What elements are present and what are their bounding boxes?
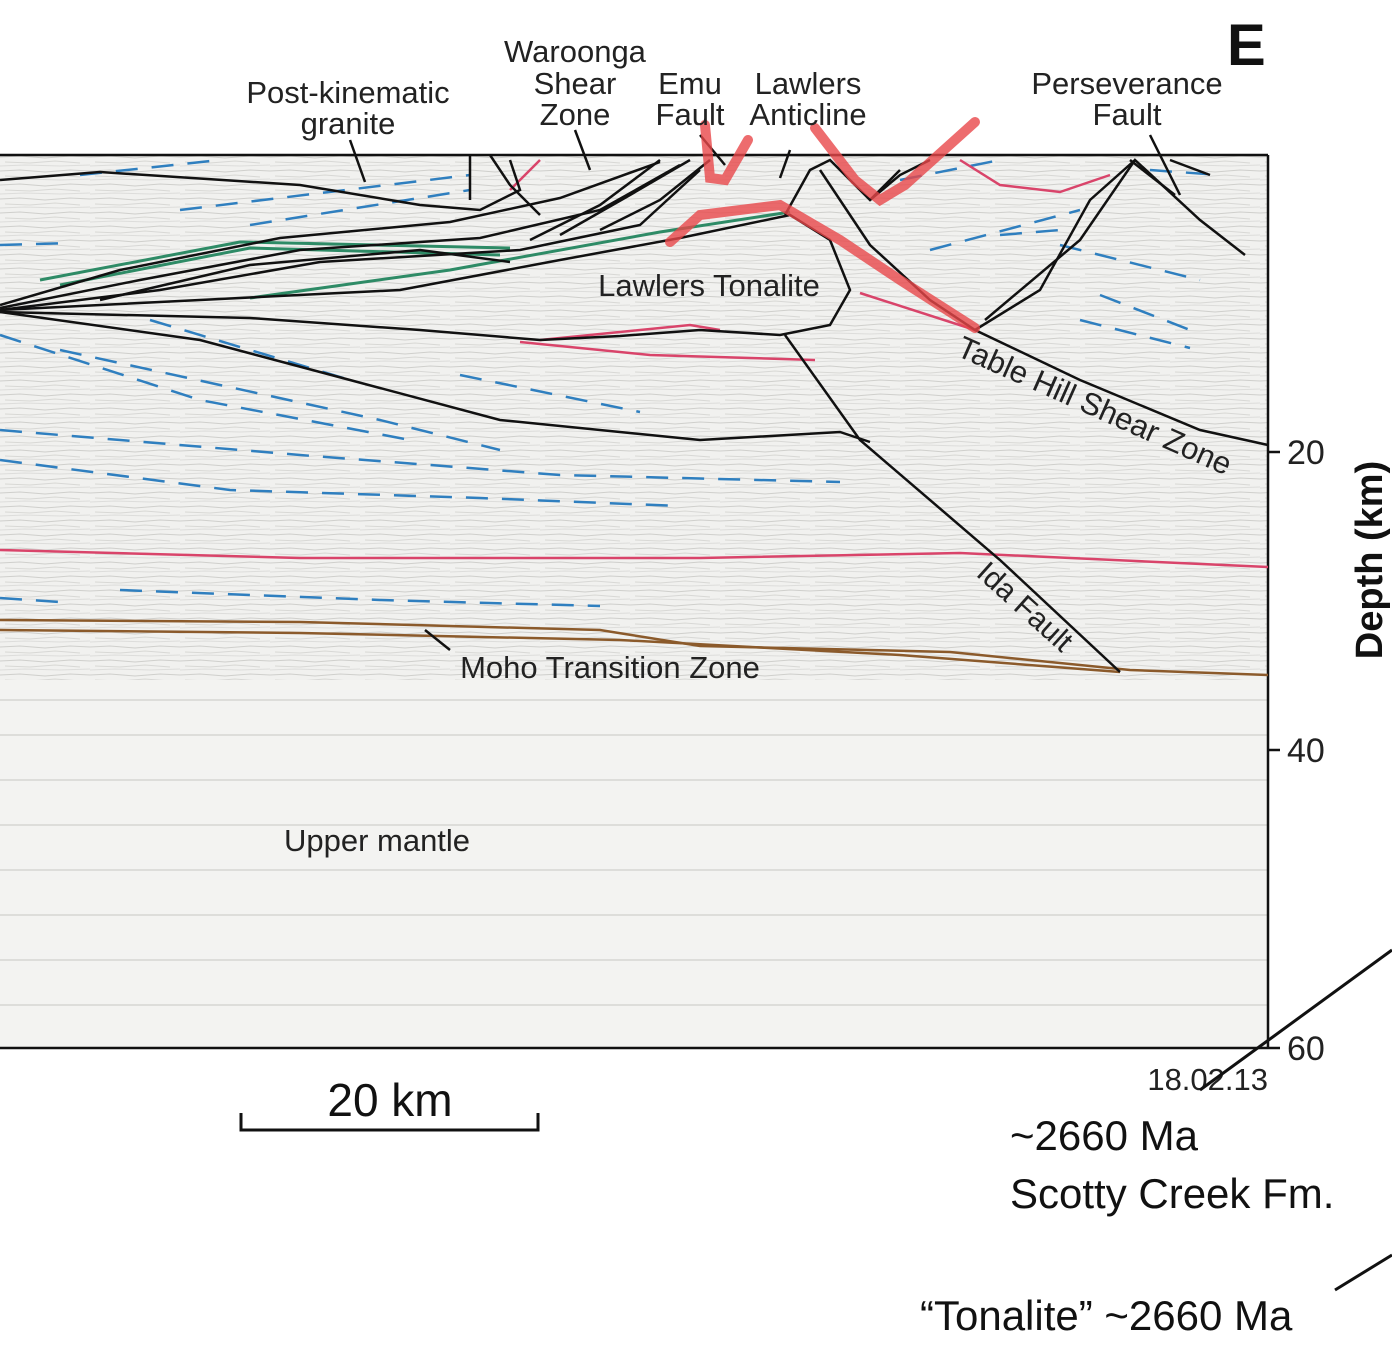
label-perseverance-line2: Fault	[1093, 97, 1162, 132]
depth-grid	[0, 699, 1268, 1006]
label-emu-fault: Emu Fault	[656, 66, 725, 132]
date-stamp: 18.02.13	[1147, 1062, 1268, 1097]
highlight-strokes	[665, 117, 980, 333]
annotation-scotty-age: ~2660 Ma	[1010, 1112, 1199, 1159]
label-post-kinematic-line1: Post-kinematic	[246, 75, 449, 110]
label-emu-line2: Fault	[656, 97, 725, 132]
annotation-tonalite: “Tonalite” ~2660 Ma	[920, 1292, 1293, 1339]
depth-tick-40: 40	[1287, 732, 1325, 770]
moho-lines	[0, 618, 1269, 677]
annotation-scotty-formation: Scotty Creek Fm.	[1010, 1170, 1334, 1217]
label-moho-transition-zone: Moho Transition Zone	[460, 650, 760, 685]
depth-tick-20: 20	[1287, 434, 1325, 472]
label-post-kinematic-line2: granite	[301, 106, 396, 141]
red-reflectors	[0, 158, 1269, 569]
label-waroonga-shear-zone: Waroonga Shear Zone	[504, 34, 647, 132]
tonalite-leader	[1334, 1253, 1392, 1292]
scale-bar: 20 km	[239, 1074, 540, 1132]
mantle-background	[0, 680, 1268, 1048]
label-post-kinematic-granite: Post-kinematic granite	[246, 75, 449, 141]
green-reflectors	[39, 210, 791, 300]
depth-axis: 20 40 60 Depth (km)	[1268, 434, 1391, 1068]
label-perseverance-line1: Perseverance	[1031, 66, 1222, 101]
label-waroonga-line3: Zone	[540, 97, 611, 132]
panel-letter: E	[1227, 13, 1266, 78]
label-perseverance-fault: Perseverance Fault	[1031, 66, 1222, 132]
label-lawlers-tonalite: Lawlers Tonalite	[598, 268, 820, 303]
label-waroonga-line2: Shear	[534, 66, 617, 101]
depth-axis-title: Depth (km)	[1349, 461, 1391, 659]
label-emu-line1: Emu	[658, 66, 722, 101]
label-upper-mantle: Upper mantle	[284, 823, 470, 858]
scale-bar-label: 20 km	[327, 1074, 452, 1126]
label-anticline-line2: Anticline	[749, 97, 866, 132]
dashed-reflectors	[0, 158, 1221, 608]
label-anticline-line1: Lawlers	[755, 66, 862, 101]
fault-lines	[0, 129, 1269, 673]
depth-tick-60: 60	[1287, 1030, 1325, 1068]
label-waroonga-line1: Waroonga	[504, 34, 647, 69]
scotty-creek-leader	[1199, 948, 1392, 1092]
label-lawlers-anticline: Lawlers Anticline	[749, 66, 866, 132]
